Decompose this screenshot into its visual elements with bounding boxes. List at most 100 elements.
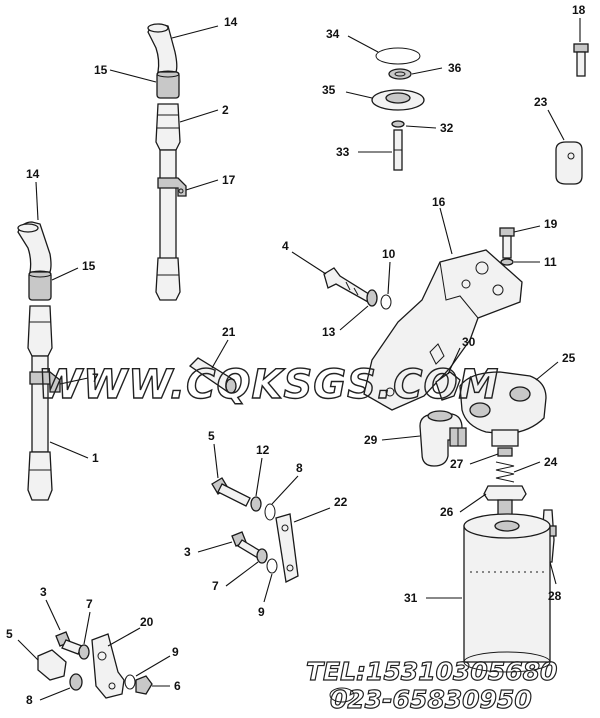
leader-8b	[39, 687, 71, 701]
callout-31: 31	[404, 591, 418, 605]
leader-3b	[45, 599, 61, 631]
oil-filter-31	[463, 513, 551, 673]
o-ring-34	[375, 47, 421, 65]
leader-5b	[17, 639, 39, 661]
callout-8-mid: 8	[296, 461, 303, 475]
callout-4: 4	[282, 239, 289, 253]
callout-30: 30	[462, 335, 476, 349]
leader-9b	[135, 655, 171, 677]
bracket-16-boss	[429, 343, 445, 365]
washer-32	[391, 120, 405, 128]
bracket-20-hole-a	[97, 651, 107, 661]
filter-head-25	[459, 371, 547, 447]
sleeve-15-lower-rim	[28, 270, 52, 278]
washer-36-hole	[394, 71, 406, 77]
leader-12	[255, 457, 263, 497]
leader-15b	[51, 267, 79, 281]
callout-11: 11	[544, 255, 557, 269]
leader-3a	[197, 541, 233, 553]
leader-13	[339, 305, 369, 331]
leader-7b	[225, 561, 259, 587]
washer-10	[380, 294, 392, 310]
hose-nut-2	[155, 103, 181, 151]
filter-plug-assembly	[371, 47, 425, 171]
callout-29: 29	[364, 433, 378, 447]
leader-7a	[59, 377, 89, 385]
leader-35	[345, 91, 373, 99]
callout-1: 1	[92, 451, 99, 465]
sleeve-15-upper	[156, 71, 180, 99]
leader-2	[179, 109, 219, 123]
washer-7-low	[78, 644, 90, 660]
elbow-29-port	[427, 410, 453, 422]
leader-4	[291, 251, 327, 275]
callout-14-lower: 14	[26, 167, 40, 181]
elbow-fitting-14-upper-top	[147, 23, 169, 33]
washer-13	[366, 289, 378, 307]
capscrew-19-head	[499, 227, 515, 237]
leader-28	[549, 561, 557, 585]
callout-32: 32	[440, 121, 454, 135]
nut-9-mid	[266, 558, 278, 574]
nipple-26	[483, 485, 527, 501]
clamp-17-hole	[178, 188, 184, 194]
callout-27: 27	[450, 457, 464, 471]
leader-29	[381, 435, 421, 441]
callout-9-mid: 9	[258, 605, 265, 619]
callout-23: 23	[534, 95, 548, 109]
bracket-16-hole-b	[492, 284, 504, 296]
callout-9-low: 9	[172, 645, 179, 659]
leader-19	[513, 225, 541, 233]
callout-2: 2	[222, 103, 229, 117]
oil-filter-31-can	[463, 525, 551, 663]
leader-34	[347, 35, 379, 53]
callout-3-mid: 3	[184, 545, 191, 559]
bracket-16-hole-c	[461, 279, 471, 289]
sleeve-15-lower	[28, 271, 52, 301]
leader-7c	[83, 611, 91, 645]
bracket-16-rib	[439, 261, 479, 319]
leader-36	[411, 67, 443, 75]
watermark-phone: 023-65830950	[330, 685, 532, 714]
capscrew-4-thread-b	[353, 287, 359, 296]
callout-20: 20	[140, 615, 154, 629]
callout-12: 12	[256, 443, 270, 457]
callout-14-upper: 14	[224, 15, 238, 29]
oil-filter-31-center	[494, 520, 520, 532]
bracket-20-hole-b	[108, 682, 116, 690]
callout-5-low: 5	[6, 627, 13, 641]
callout-16: 16	[432, 195, 446, 209]
oil-filter-31-bottom	[463, 651, 551, 673]
leader-17	[185, 179, 219, 191]
callout-34: 34	[326, 27, 340, 41]
callout-33: 33	[336, 145, 350, 159]
callout-7-lower-hose: 7	[92, 371, 99, 385]
leader-10	[387, 261, 391, 295]
hose-end-lower	[27, 451, 53, 501]
washer-8-low	[69, 673, 83, 691]
capscrew-18-head	[573, 43, 589, 53]
capscrew-18-shank	[576, 51, 586, 77]
bracket-22-hole-b	[286, 564, 294, 572]
leader-20	[107, 627, 141, 647]
leader-lines	[17, 18, 581, 701]
callout-13: 13	[322, 325, 336, 339]
bracket-16-hole-d	[385, 387, 395, 397]
washer-12	[250, 496, 262, 512]
callout-8-low: 8	[26, 693, 33, 707]
leader-32	[405, 125, 437, 129]
bracket-20	[91, 633, 125, 699]
callout-24: 24	[544, 455, 558, 469]
leader-14b	[35, 181, 39, 221]
callout-labels: 14 15 2 17 34 36 35 32 33 18 23 14 15 7 …	[6, 3, 586, 707]
upper-hose-assembly	[147, 23, 187, 301]
leader-24	[513, 461, 541, 473]
leader-27	[469, 453, 499, 465]
filter-head-25-port-b	[509, 386, 531, 402]
filter-head-25-neck	[491, 429, 519, 447]
plug-27	[497, 447, 513, 457]
washer-36	[388, 68, 412, 80]
leader-23	[547, 109, 565, 141]
leader-15a	[109, 69, 157, 83]
